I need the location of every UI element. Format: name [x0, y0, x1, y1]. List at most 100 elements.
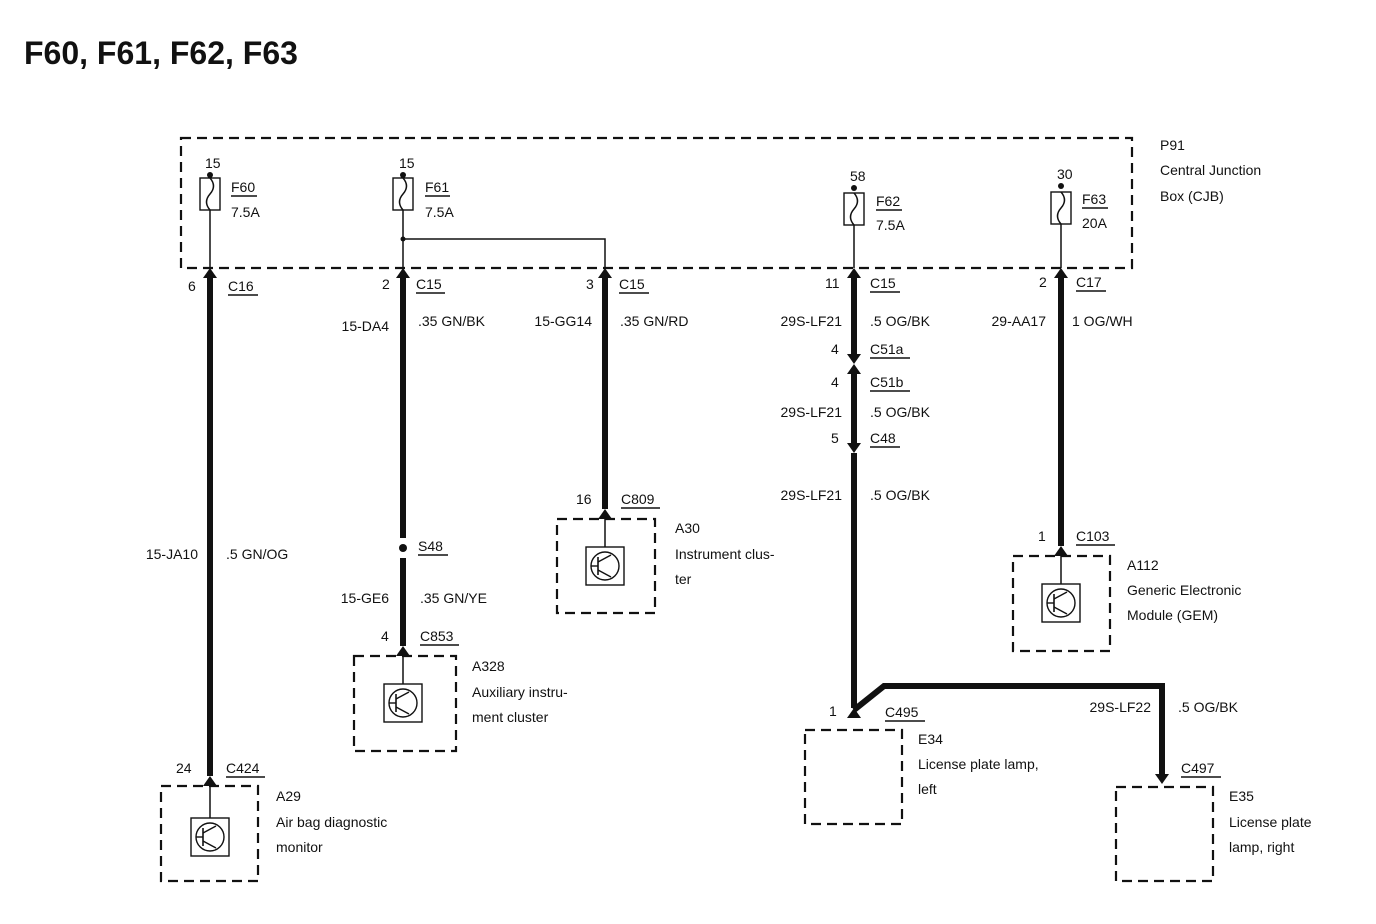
- pin-label: 24: [176, 760, 192, 776]
- connector-label: C15: [619, 276, 645, 292]
- page-title: F60, F61, F62, F63: [24, 35, 298, 71]
- fuse-rating: 7.5A: [425, 204, 454, 220]
- module-a328: A328 Auxiliary instru- ment cluster: [352, 654, 568, 753]
- connector-label: C16: [228, 278, 254, 294]
- module-id: A30: [675, 520, 700, 536]
- module-name-line1: Instrument clus-: [675, 546, 775, 562]
- wire-color-label: .5 OG/BK: [870, 313, 931, 329]
- connector-arrow: [847, 364, 861, 374]
- connector-label: C809: [621, 491, 655, 507]
- lamp-e34: E34 License plate lamp, left: [803, 728, 1039, 826]
- fuse-f60: 15 F60 7.5A: [199, 155, 260, 268]
- circuit-label: 15-JA10: [146, 546, 198, 562]
- connector-arrow: [203, 776, 217, 786]
- circuit-label: 29S-LF21: [781, 487, 843, 503]
- pin-label: 2: [382, 276, 390, 292]
- circuit-f63: 2 C17 29-AA17 1 OG/WH 1 C103: [992, 268, 1133, 556]
- transistor-icon: [590, 551, 620, 581]
- feed-dot: [1058, 183, 1064, 189]
- fuse-id: F60: [231, 179, 255, 195]
- wire-color-label: 1 OG/WH: [1072, 313, 1133, 329]
- cjb-name-line2: Box (CJB): [1160, 188, 1224, 204]
- transistor-icon: [195, 822, 225, 852]
- branch-wire: [403, 238, 606, 268]
- lamp-outline: [1114, 785, 1215, 883]
- transistor-icon-box: [190, 817, 230, 857]
- connector-arrow: [396, 646, 410, 656]
- fuse-feed-label: 15: [205, 155, 221, 171]
- pin-label: 3: [586, 276, 594, 292]
- fuse-rating: 7.5A: [231, 204, 260, 220]
- connector-label: C424: [226, 760, 260, 776]
- wire-color-label: .5 OG/BK: [870, 404, 931, 420]
- module-name-line1: Auxiliary instru-: [472, 684, 568, 700]
- lamp-name-line2: left: [918, 781, 937, 797]
- circuit-label: 15-GE6: [341, 590, 389, 606]
- connector-label: C48: [870, 430, 896, 446]
- fuse-id: F63: [1082, 191, 1106, 207]
- connector-label: C51b: [870, 374, 904, 390]
- wire-color-label: .5 OG/BK: [870, 487, 931, 503]
- connector-label: C15: [870, 275, 896, 291]
- connector-label: C51a: [870, 341, 904, 357]
- connector-arrow: [1054, 268, 1068, 278]
- circuit-label: 29S-LF21: [781, 404, 843, 420]
- connector-arrow: [847, 443, 861, 453]
- central-junction-box: [179, 136, 1134, 270]
- module-name-line1: Generic Electronic: [1127, 582, 1241, 598]
- pin-label: 2: [1039, 274, 1047, 290]
- circuit-label: 29-AA17: [992, 313, 1047, 329]
- connector-label: C103: [1076, 528, 1110, 544]
- lamp-id: E35: [1229, 788, 1254, 804]
- fuse-f62: 58 F62 7.5A: [843, 168, 905, 268]
- wire-color-label: .35 GN/YE: [420, 590, 487, 606]
- fuse-element-icon: [398, 177, 408, 211]
- module-name-line2: ment cluster: [472, 709, 549, 725]
- fuse-rating: 20A: [1082, 215, 1108, 231]
- wire-color-label: .35 GN/BK: [418, 313, 486, 329]
- module-a112: A112 Generic Electronic Module (GEM): [1011, 554, 1241, 653]
- splice-label: S48: [418, 538, 443, 554]
- wire-color-label: .5 GN/OG: [226, 546, 288, 562]
- circuit-label: 15-DA4: [342, 318, 390, 334]
- wire-color-label: .35 GN/RD: [620, 313, 688, 329]
- circuit-f61-a30: 3 C15 15-GG14 .35 GN/RD 16 C809: [534, 268, 688, 519]
- connector-label: C17: [1076, 274, 1102, 290]
- feed-dot: [400, 172, 406, 178]
- branch-wire: [852, 683, 1165, 774]
- wire-color-label: .5 OG/BK: [1178, 699, 1239, 715]
- transistor-icon: [388, 688, 418, 718]
- cjb-id: P91: [1160, 137, 1185, 153]
- pin-label: 4: [381, 628, 389, 644]
- lamp-outline: [803, 728, 904, 826]
- fuse-feed-label: 30: [1057, 166, 1073, 182]
- connector-arrow: [1155, 774, 1169, 784]
- module-a30: A30 Instrument clus- ter: [555, 517, 775, 615]
- fuse-rating: 7.5A: [876, 217, 905, 233]
- connector-arrow: [847, 268, 861, 278]
- pin-label: 4: [831, 341, 839, 357]
- fuse-element-icon: [205, 177, 215, 211]
- module-id: A112: [1127, 557, 1159, 573]
- module-a29: A29 Air bag diagnostic monitor: [159, 784, 387, 883]
- module-name-line2: ter: [675, 571, 692, 587]
- circuit-f62: 11 C15 29S-LF21 .5 OG/BK 4 C51a 4 C51b 2…: [781, 268, 1239, 784]
- connector-label: C495: [885, 704, 919, 720]
- feed-dot: [851, 185, 857, 191]
- pin-label: 11: [825, 275, 840, 291]
- lamp-id: E34: [918, 731, 943, 747]
- lamp-name-line1: License plate lamp,: [918, 756, 1039, 772]
- fuse-f63: 30 F63 20A: [1050, 166, 1108, 268]
- module-name-line2: Module (GEM): [1127, 607, 1218, 623]
- pin-label: 16: [576, 491, 592, 507]
- circuit-f61-a328: 2 C15 15-DA4 .35 GN/BK S48 15-GE6 .35 GN…: [341, 268, 487, 656]
- lamp-e35: E35 License plate lamp, right: [1114, 785, 1312, 883]
- fuse-id: F62: [876, 193, 900, 209]
- module-id: A328: [472, 658, 505, 674]
- connector-arrow: [396, 268, 410, 278]
- connector-arrow: [598, 268, 612, 278]
- fuse-feed-label: 15: [399, 155, 415, 171]
- lamp-name-line1: License plate: [1229, 814, 1312, 830]
- connector-arrow: [847, 708, 861, 718]
- fuse-element-icon: [849, 192, 859, 226]
